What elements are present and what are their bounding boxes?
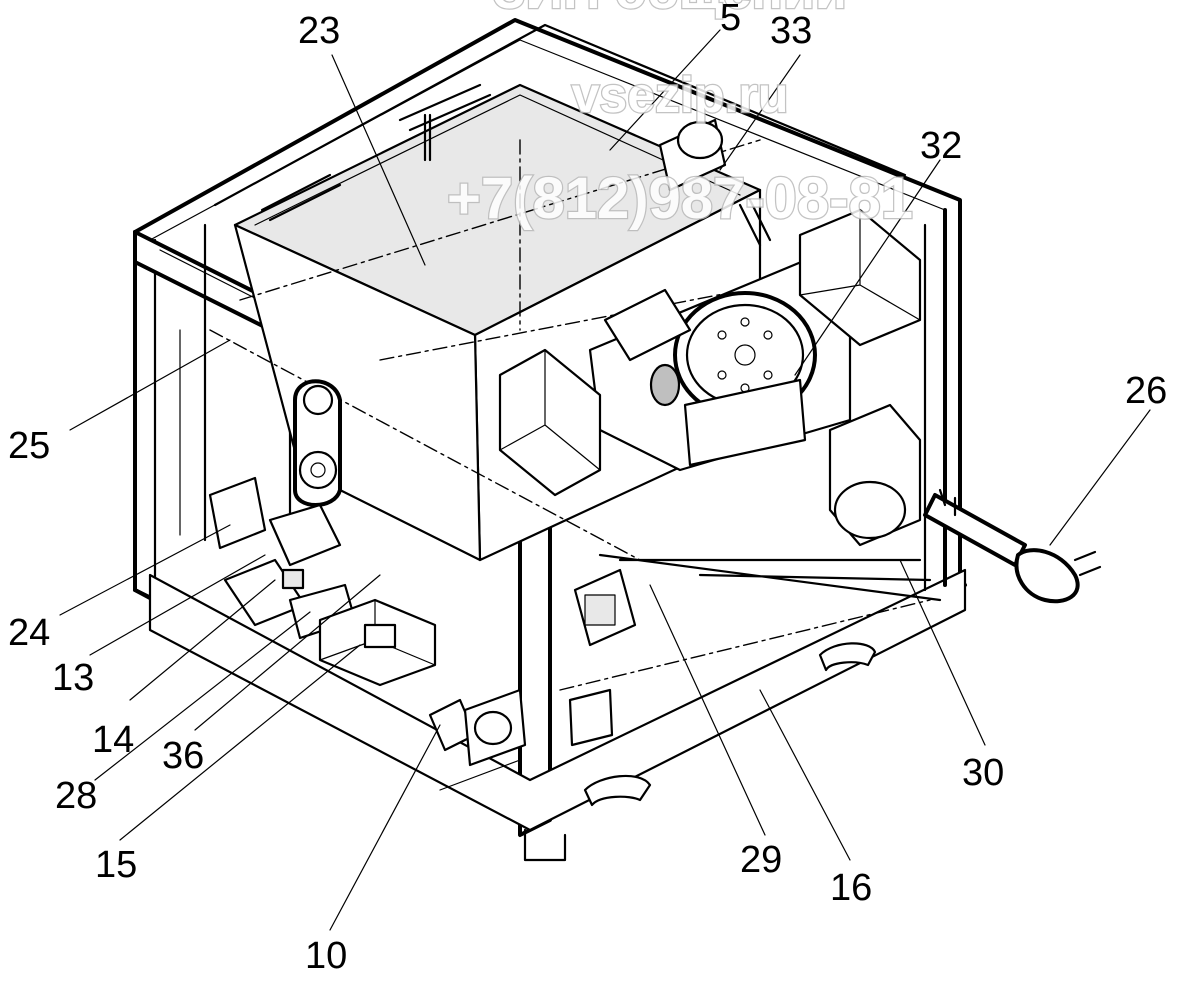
watermark-site: vsezip.ru: [572, 67, 789, 123]
leader-15: [119, 644, 361, 841]
callout-14: 14: [92, 719, 134, 761]
callout-29: 29: [740, 839, 782, 881]
left-belt-drive: [293, 379, 342, 507]
leader-24: [59, 524, 231, 616]
callout-15: 15: [95, 844, 137, 886]
leader-5: [609, 29, 721, 151]
callout-25: 25: [8, 425, 50, 467]
callout-13: 13: [52, 657, 94, 699]
leader-32: [794, 159, 941, 376]
callout-33: 33: [770, 10, 812, 52]
leader-30: [899, 559, 986, 746]
callout-5: 5: [720, 0, 741, 39]
leader-13: [89, 554, 266, 656]
callout-10: 10: [305, 935, 347, 977]
callout-23: 23: [298, 10, 340, 52]
callout-16: 16: [830, 867, 872, 909]
leader-28: [94, 611, 311, 781]
leader-29: [649, 584, 766, 836]
leader-25: [69, 339, 231, 431]
callout-28: 28: [55, 775, 97, 817]
watermark-phone: +7(812)987-08-81: [447, 166, 913, 231]
stirrer-fan-assembly: [588, 248, 852, 472]
top-right-assembly: [658, 118, 772, 247]
lower-front-components: [428, 568, 877, 807]
leader-14: [129, 579, 276, 701]
leader-26: [1049, 409, 1151, 546]
callout-24: 24: [8, 612, 50, 654]
leader-lines: [59, 29, 1151, 931]
right-motor-assembly: [598, 403, 942, 602]
leader-16: [759, 689, 851, 861]
power-cord: [923, 488, 1102, 604]
callout-32: 32: [920, 125, 962, 167]
callout-26: 26: [1125, 370, 1167, 412]
leader-36: [194, 574, 381, 731]
watermark: ЗИП общений vsezip.ru +7(812)987-08-81: [446, 0, 914, 232]
leader-33: [719, 54, 801, 171]
watermark-top-text: ЗИП общений: [493, 0, 847, 20]
leader-23: [331, 54, 426, 266]
callout-30: 30: [962, 752, 1004, 794]
callout-labels: 23 5 33 32 26 25 24 13 14 28 36 15 10 29…: [8, 0, 1167, 977]
lower-left-components: [208, 476, 437, 687]
leader-10: [329, 724, 441, 931]
callout-36: 36: [162, 735, 204, 777]
transformer-left: [498, 348, 602, 497]
transformer-right: [798, 208, 922, 347]
